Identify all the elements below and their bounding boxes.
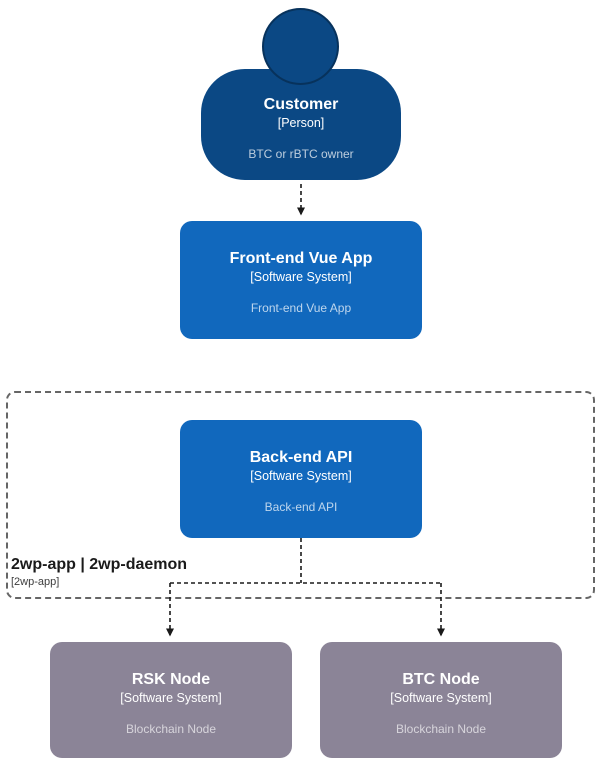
node-rsk-meta: [Software System] <box>120 691 222 705</box>
node-customer-description: BTC or rBTC owner <box>248 147 354 161</box>
node-btc-description: Blockchain Node <box>395 722 487 736</box>
node-btc-title: BTC Node <box>402 671 480 688</box>
node-backend-description: Back-end API <box>264 500 338 514</box>
person-head-icon <box>262 8 339 85</box>
node-frontend-description: Front-end Vue App <box>250 301 352 315</box>
node-rsk: RSK Node [Software System] Blockchain No… <box>50 642 292 758</box>
node-rsk-description: Blockchain Node <box>125 722 217 736</box>
node-rsk-title: RSK Node <box>131 671 211 688</box>
node-frontend: Front-end Vue App [Software System] Fron… <box>180 221 422 339</box>
node-customer-title: Customer <box>263 96 339 113</box>
boundary-label: 2wp-app | 2wp-daemon [2wp-app] <box>11 555 187 589</box>
node-frontend-meta: [Software System] <box>250 270 352 284</box>
boundary-meta: [2wp-app] <box>11 576 60 588</box>
node-btc: BTC Node [Software System] Blockchain No… <box>320 642 562 758</box>
boundary-title: 2wp-app | 2wp-daemon <box>11 556 188 573</box>
node-customer: Customer [Person] BTC or rBTC owner <box>201 95 401 162</box>
boundary-2wp-app <box>6 391 595 599</box>
node-frontend-title: Front-end Vue App <box>229 250 373 267</box>
node-customer-body <box>201 69 401 180</box>
node-backend: Back-end API [Software System] Back-end … <box>180 420 422 538</box>
node-backend-title: Back-end API <box>249 449 353 466</box>
node-customer-meta: [Person] <box>277 116 325 130</box>
node-btc-meta: [Software System] <box>390 691 492 705</box>
node-backend-meta: [Software System] <box>250 469 352 483</box>
